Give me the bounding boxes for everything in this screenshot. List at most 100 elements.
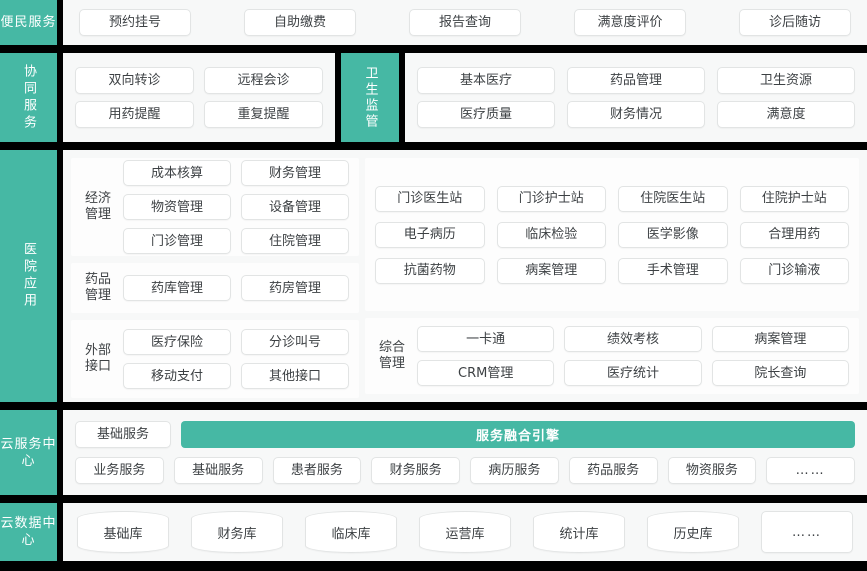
- supervision-row-1: 基本医疗 药品管理 卫生资源: [417, 67, 855, 94]
- item-satisfaction-evaluation[interactable]: 满意度评价: [574, 9, 686, 36]
- item-drug-service[interactable]: 药品服务: [568, 457, 658, 484]
- item-report-query[interactable]: 报告查询: [409, 9, 521, 36]
- band-body-cooperation: 双向转诊 远程会诊 用药提醒 重复提醒 卫生监管 基本医疗 药品管理 卫生资源: [63, 53, 867, 142]
- item-material-service[interactable]: 物资服务: [667, 457, 757, 484]
- item-electronic-medical-record[interactable]: 电子病历: [375, 221, 485, 248]
- group-label-external: 外部接口: [84, 343, 111, 374]
- item-basic-medical[interactable]: 基本医疗: [417, 67, 555, 94]
- band-cloud-service-center: 云服务中心 基础服务 服务融合引擎 业务服务 基础服务 患者服务 财务服务 病历…: [0, 410, 867, 495]
- band-label-hospital: 医院应用: [0, 150, 57, 402]
- hospital-left-column: 经济管理 成本核算 财务管理 物资管理 设备管理 门诊管理 住院管理 药品管理 …: [71, 158, 359, 398]
- group-comprehensive-management: 综合管理 一卡通 绩效考核 病案管理 CRM管理 医疗统计 院长查询: [365, 318, 859, 394]
- item-case-record-management[interactable]: 病案管理: [711, 326, 849, 352]
- item-health-resources[interactable]: 卫生资源: [717, 67, 855, 94]
- item-drug-warehouse-management[interactable]: 药库管理: [123, 275, 231, 301]
- item-appointment-registration[interactable]: 预约挂号: [79, 9, 191, 36]
- item-duplicate-reminder[interactable]: 重复提醒: [204, 101, 323, 128]
- item-president-query[interactable]: 院长查询: [711, 360, 849, 386]
- item-base-service-primary[interactable]: 基础服务: [75, 421, 171, 448]
- db-base-library[interactable]: 基础库: [77, 511, 169, 553]
- group-label-drug: 药品管理: [84, 272, 111, 303]
- item-inpatient-management[interactable]: 住院管理: [241, 228, 349, 254]
- item-medical-quality[interactable]: 医疗质量: [417, 101, 555, 128]
- band-label-hospital-text: 医院应用: [21, 242, 36, 310]
- item-self-payment[interactable]: 自助缴费: [244, 9, 356, 36]
- group-drug-management: 药品管理 药库管理 药房管理: [71, 263, 359, 313]
- item-one-card-pass[interactable]: 一卡通: [417, 326, 555, 352]
- db-operation-library[interactable]: 运营库: [419, 511, 511, 553]
- band-label-cloud-data: 云数据中心: [0, 503, 57, 561]
- item-outpatient-infusion[interactable]: 门诊输液: [739, 257, 849, 284]
- band-label-cloud-data-text: 云数据中心: [0, 516, 57, 548]
- band-label-supervision: 卫生监管: [341, 53, 399, 142]
- item-antibacterial-drugs[interactable]: 抗菌药物: [375, 257, 485, 284]
- item-outpatient-management[interactable]: 门诊管理: [123, 228, 231, 254]
- item-post-visit-followup[interactable]: 诊后随访: [739, 9, 851, 36]
- item-medical-record-management[interactable]: 病案管理: [496, 257, 606, 284]
- cooperation-row-1: 双向转诊 远程会诊: [75, 67, 323, 94]
- band-hospital-application: 医院应用 经济管理 成本核算 财务管理 物资管理 设备管理 门诊管理 住院管理: [0, 150, 867, 402]
- item-satisfaction[interactable]: 满意度: [717, 101, 855, 128]
- item-cloud-service-more-ellipsis[interactable]: ……: [766, 457, 855, 484]
- cloud-service-top-row: 基础服务 服务融合引擎: [75, 421, 855, 448]
- item-triage-calling[interactable]: 分诊叫号: [241, 329, 349, 355]
- item-performance-appraisal[interactable]: 绩效考核: [564, 326, 702, 352]
- item-financial-service[interactable]: 财务服务: [371, 457, 460, 484]
- item-patient-service[interactable]: 患者服务: [272, 457, 362, 484]
- item-surgery-management[interactable]: 手术管理: [618, 257, 728, 284]
- group-items-comprehensive: 一卡通 绩效考核 病案管理 CRM管理 医疗统计 院长查询: [417, 326, 849, 386]
- service-fusion-engine-bar: 服务融合引擎: [181, 421, 855, 448]
- db-history-library[interactable]: 历史库: [647, 511, 739, 553]
- band-label-cooperation-text: 协同服务: [21, 63, 36, 132]
- cooperation-items-panel: 双向转诊 远程会诊 用药提醒 重复提醒: [63, 53, 335, 142]
- group-items-drug: 药库管理 药房管理: [123, 275, 349, 301]
- item-drug-management[interactable]: 药品管理: [567, 67, 705, 94]
- item-medical-insurance[interactable]: 医疗保险: [123, 329, 231, 355]
- group-items-clinical: 门诊医生站 门诊护士站 住院医生站 住院护士站 电子病历 临床检验 医学影像 合…: [375, 185, 849, 284]
- item-remote-consultation[interactable]: 远程会诊: [204, 67, 323, 94]
- item-equipment-management[interactable]: 设备管理: [241, 194, 349, 220]
- cloud-data-items-row: 基础库 财务库 临床库 运营库 统计库 历史库 ……: [77, 511, 853, 553]
- group-external-interface: 外部接口 医疗保险 分诊叫号 移动支付 其他接口: [71, 320, 359, 398]
- item-pharmacy-management[interactable]: 药房管理: [241, 275, 349, 301]
- band-body-cloud-service: 基础服务 服务融合引擎 业务服务 基础服务 患者服务 财务服务 病历服务 药品服…: [63, 410, 867, 495]
- item-other-interface[interactable]: 其他接口: [241, 363, 349, 389]
- group-items-economic: 成本核算 财务管理 物资管理 设备管理 门诊管理 住院管理: [123, 160, 349, 254]
- item-base-service[interactable]: 基础服务: [173, 457, 263, 484]
- item-rational-drug-use[interactable]: 合理用药: [739, 221, 849, 248]
- item-medical-record-service[interactable]: 病历服务: [470, 457, 559, 484]
- db-more-ellipsis[interactable]: ……: [761, 511, 853, 553]
- item-outpatient-doctor-station[interactable]: 门诊医生站: [375, 185, 485, 212]
- item-medical-imaging[interactable]: 医学影像: [618, 221, 728, 248]
- item-business-service[interactable]: 业务服务: [75, 457, 164, 484]
- item-two-way-referral[interactable]: 双向转诊: [75, 67, 194, 94]
- item-medical-statistics[interactable]: 医疗统计: [564, 360, 702, 386]
- item-outpatient-nurse-station[interactable]: 门诊护士站: [496, 185, 606, 212]
- band-cloud-data-center: 云数据中心 基础库 财务库 临床库 运营库 统计库 历史库 ……: [0, 503, 867, 561]
- band-label-convenience: 便民服务: [0, 0, 57, 45]
- item-medication-reminder[interactable]: 用药提醒: [75, 101, 194, 128]
- band-label-supervision-text: 卫生监管: [362, 65, 378, 130]
- item-clinical-laboratory[interactable]: 临床检验: [496, 221, 606, 248]
- item-crm-management[interactable]: CRM管理: [417, 360, 555, 386]
- item-financial-management[interactable]: 财务管理: [241, 160, 349, 186]
- band-body-convenience: 预约挂号 自助缴费 报告查询 满意度评价 诊后随访: [63, 0, 867, 45]
- item-inpatient-nurse-station[interactable]: 住院护士站: [739, 185, 849, 212]
- cooperation-row-2: 用药提醒 重复提醒: [75, 101, 323, 128]
- item-cost-accounting[interactable]: 成本核算: [123, 160, 231, 186]
- item-mobile-payment[interactable]: 移动支付: [123, 363, 231, 389]
- group-economic-management: 经济管理 成本核算 财务管理 物资管理 设备管理 门诊管理 住院管理: [71, 158, 359, 256]
- item-inpatient-doctor-station[interactable]: 住院医生站: [618, 185, 728, 212]
- db-financial-library[interactable]: 财务库: [191, 511, 283, 553]
- group-clinical-application: 门诊医生站 门诊护士站 住院医生站 住院护士站 电子病历 临床检验 医学影像 合…: [365, 158, 859, 311]
- item-financial-status[interactable]: 财务情况: [567, 101, 705, 128]
- band-body-hospital: 经济管理 成本核算 财务管理 物资管理 设备管理 门诊管理 住院管理 药品管理 …: [63, 150, 867, 402]
- band-body-cloud-data: 基础库 财务库 临床库 运营库 统计库 历史库 ……: [63, 503, 867, 561]
- item-material-management[interactable]: 物资管理: [123, 194, 231, 220]
- band-label-cloud-service-text: 云服务中心: [0, 436, 57, 469]
- db-clinical-library[interactable]: 临床库: [305, 511, 397, 553]
- db-statistics-library[interactable]: 统计库: [533, 511, 625, 553]
- band-label-cooperation: 协同服务: [0, 53, 57, 142]
- cloud-service-items-row: 业务服务 基础服务 患者服务 财务服务 病历服务 药品服务 物资服务 ……: [75, 457, 855, 484]
